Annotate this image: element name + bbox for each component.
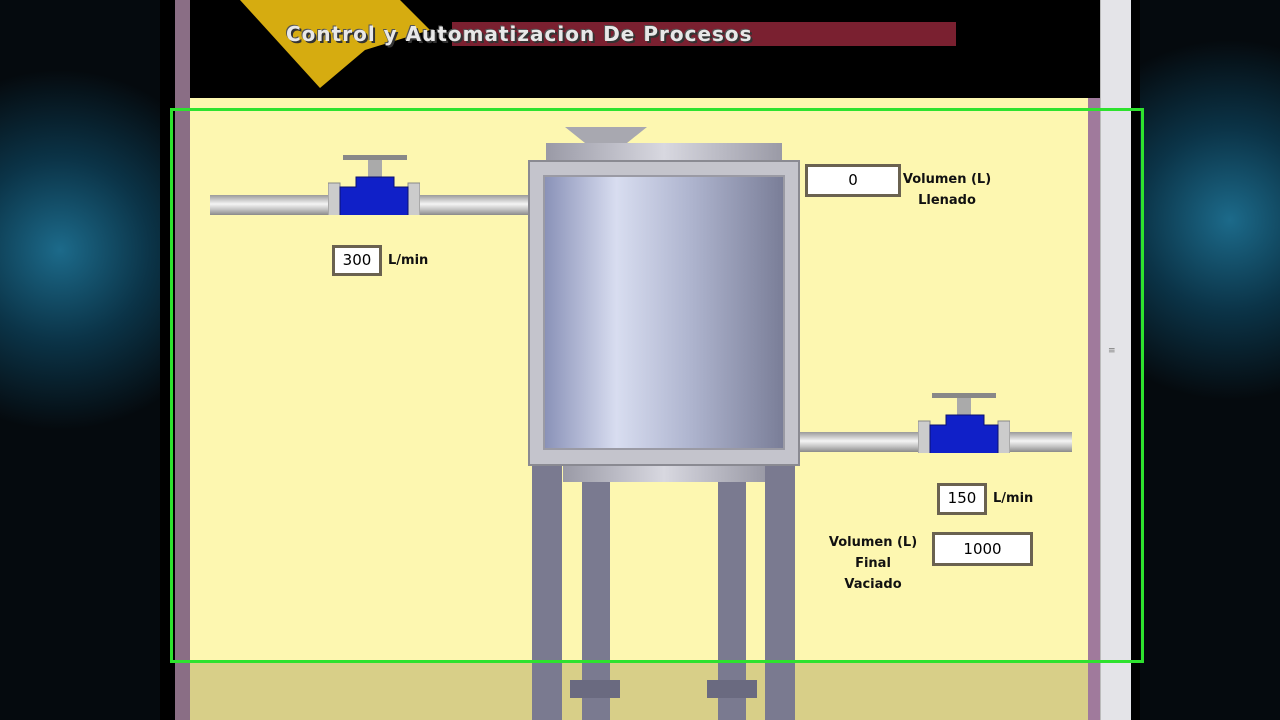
fill-volume-label-line1: Volumen (L)	[902, 172, 992, 187]
logo-triangle	[240, 0, 956, 88]
background-left	[0, 0, 160, 720]
outlet-flow-unit: L/min	[993, 491, 1034, 506]
tank-leg	[532, 466, 562, 720]
outlet-valve-icon[interactable]	[918, 393, 1010, 453]
scrollbar[interactable]	[1100, 0, 1131, 720]
fill-volume-display: 0	[805, 164, 901, 197]
drain-volume-input[interactable]: 1000	[932, 532, 1033, 566]
tank-lid	[546, 143, 782, 160]
window-border-right	[1088, 98, 1100, 720]
floor	[190, 660, 1088, 720]
drain-volume-label-line1: Volumen (L)	[828, 535, 918, 550]
tank-foot	[570, 680, 620, 698]
inlet-flow-unit: L/min	[388, 253, 429, 268]
tank-leg	[765, 466, 795, 720]
background-right	[1140, 0, 1280, 720]
inlet-valve-icon[interactable]	[328, 155, 420, 215]
header-subtitle: Control y Automatizacion De Procesos	[286, 22, 753, 46]
fill-volume-label-line2: Llenado	[918, 193, 976, 208]
hopper	[565, 127, 647, 143]
fill-volume-label: Volumen (L) Llenado	[900, 169, 994, 211]
highlight-frame	[170, 108, 1144, 663]
scrollbar-grip-icon[interactable]: ≡	[1108, 346, 1116, 356]
tank-foot	[707, 680, 757, 698]
drain-volume-label: Volumen (L) Final Vaciado	[818, 532, 928, 595]
outlet-flow-input[interactable]: 150	[937, 483, 987, 515]
inlet-flow-input[interactable]: 300	[332, 245, 382, 276]
drain-volume-label-line3: Vaciado	[844, 577, 902, 592]
window-border	[175, 0, 190, 720]
header-banner	[190, 0, 1088, 98]
drain-volume-label-line2: Final	[855, 556, 891, 571]
tank-interior	[543, 175, 785, 450]
tank-support-beam	[563, 466, 765, 482]
